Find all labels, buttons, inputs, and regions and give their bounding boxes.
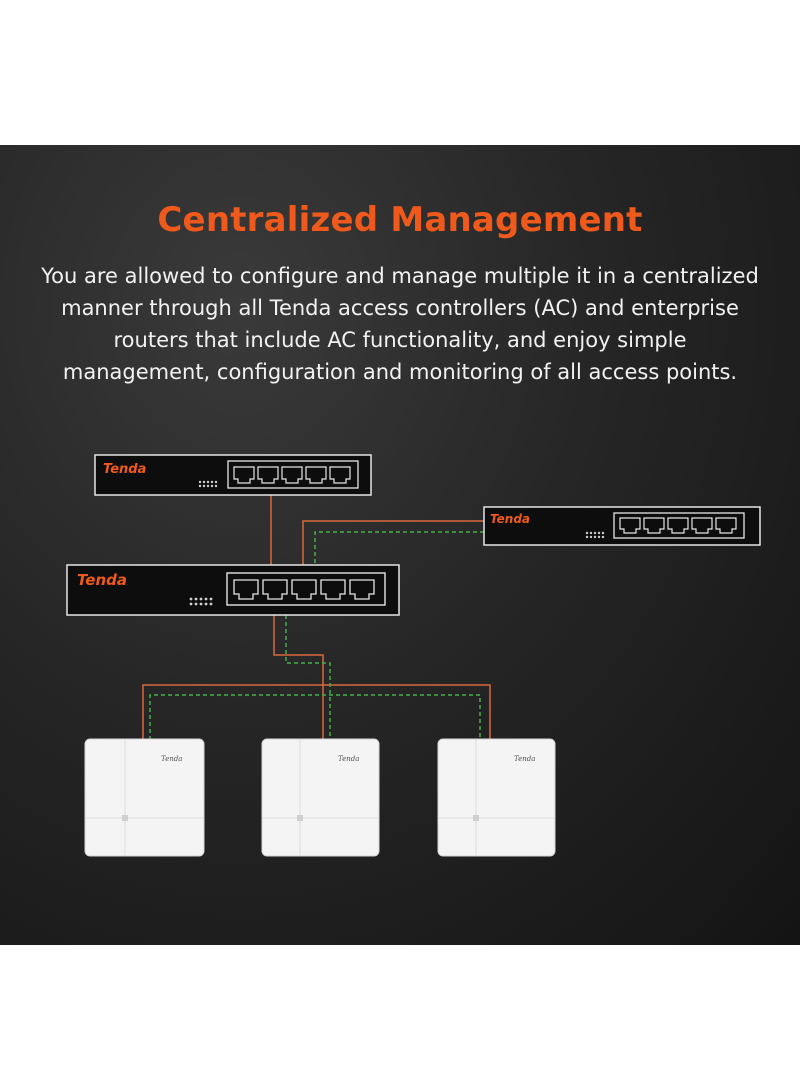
switch-brand-logo: Tenda — [77, 571, 127, 589]
centralized-management-panel: Centralized Management You are allowed t… — [0, 145, 800, 945]
switch-middle: Tenda — [66, 564, 400, 616]
switch-top: Tenda — [94, 454, 372, 496]
status-leds — [189, 597, 213, 606]
port-block — [613, 512, 745, 539]
link-right-to-middle — [302, 520, 484, 565]
port-block — [227, 460, 359, 489]
ethernet-ports — [233, 579, 375, 600]
ap-body — [261, 738, 380, 857]
ap-brand-logo: Tenda — [338, 755, 359, 763]
access-point-right: Tenda — [437, 738, 556, 857]
ethernet-ports — [233, 466, 351, 484]
ap-brand-logo: Tenda — [161, 755, 182, 763]
ap-seam — [85, 739, 204, 856]
ap-seam — [438, 739, 555, 856]
ap-center-mark — [297, 815, 303, 821]
ethernet-ports — [619, 517, 737, 534]
poe-right-to-middle — [314, 531, 484, 565]
link-middle-to-aps — [273, 615, 324, 745]
link-aps-bus — [142, 684, 491, 740]
poe-aps-bus — [149, 694, 481, 740]
status-leds — [198, 480, 218, 488]
ap-body — [84, 738, 205, 857]
status-leds — [585, 531, 605, 539]
switch-right: Tenda — [483, 506, 761, 546]
ap-seam — [262, 739, 379, 856]
poe-middle-to-aps — [285, 615, 331, 745]
switch-brand-logo: Tenda — [103, 462, 146, 477]
description-text: You are allowed to configure and manage … — [41, 264, 759, 384]
network-diagram: Tenda Tenda — [66, 454, 761, 857]
ap-body — [437, 738, 556, 857]
access-point-center: Tenda — [261, 738, 380, 857]
page-title: Centralized Management — [157, 200, 643, 240]
ap-center-mark — [473, 815, 479, 821]
access-point-left: Tenda — [84, 738, 205, 857]
ap-center-mark — [122, 815, 128, 821]
switch-brand-logo: Tenda — [490, 512, 530, 526]
connection-lines — [142, 495, 491, 745]
port-block — [226, 572, 386, 606]
ap-brand-logo: Tenda — [514, 755, 535, 763]
